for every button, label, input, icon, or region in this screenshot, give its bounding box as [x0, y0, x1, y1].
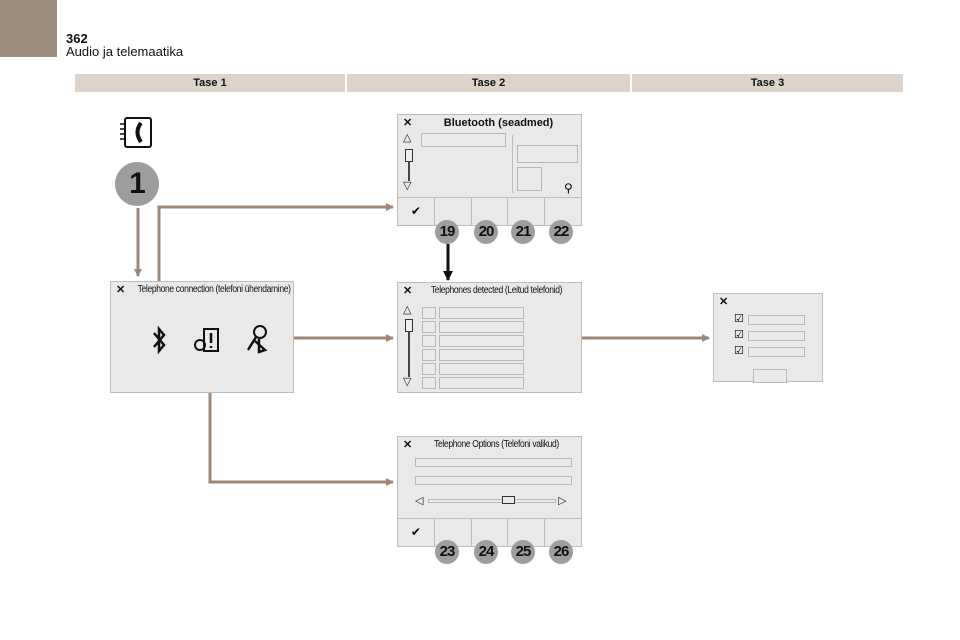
- panel-title: Telephone connection (telefoni ühendamin…: [137, 284, 291, 295]
- confirm-button[interactable]: ✔: [410, 204, 421, 218]
- badge-25: 25: [511, 540, 535, 564]
- button-24[interactable]: [470, 519, 508, 546]
- panel-title: Telephones detected (Leitud telefonid): [430, 285, 563, 296]
- phone-select-box[interactable]: [422, 363, 436, 375]
- checkbox-icon[interactable]: ☑: [734, 329, 744, 341]
- search-bluetooth-icon[interactable]: [245, 324, 271, 354]
- close-icon[interactable]: ✕: [116, 284, 126, 296]
- panel-title: Bluetooth (seadmed): [443, 117, 554, 129]
- search-list-icon[interactable]: ⚲: [564, 181, 573, 195]
- section-title: Audio ja telemaatika: [66, 44, 184, 59]
- button-25[interactable]: [507, 519, 544, 546]
- checkbox-icon[interactable]: ☑: [734, 313, 744, 325]
- slider-thumb[interactable]: [502, 496, 515, 504]
- level3-field[interactable]: [748, 347, 805, 357]
- option-field-1[interactable]: [415, 458, 572, 467]
- slider-track[interactable]: [428, 499, 556, 503]
- badge-24: 24: [474, 540, 498, 564]
- level3-field[interactable]: [748, 331, 805, 341]
- badge-22: 22: [549, 220, 573, 244]
- telephones-detected-panel: ✕ Telephones detected (Leitud telefonid)…: [397, 282, 582, 393]
- button-20[interactable]: [470, 198, 508, 225]
- badge-26: 26: [549, 540, 573, 564]
- button-23[interactable]: [433, 519, 471, 546]
- phone-select-box[interactable]: [422, 335, 436, 347]
- checkbox-icon[interactable]: ☑: [734, 345, 744, 357]
- scrollbar-track[interactable]: [408, 161, 410, 181]
- slider-left-icon[interactable]: ◁: [415, 495, 424, 507]
- phone-select-box[interactable]: [422, 307, 436, 319]
- telephone-connection-panel: ✕ Telephone connection (telefoni ühendam…: [110, 281, 294, 393]
- badge-20: 20: [474, 220, 498, 244]
- device-info-field: [517, 145, 578, 163]
- scroll-up-icon[interactable]: △: [403, 304, 412, 316]
- button-26[interactable]: [544, 519, 581, 546]
- confirm-button[interactable]: ✔: [410, 525, 421, 539]
- badge-21: 21: [511, 220, 535, 244]
- button-row: ✔: [398, 197, 581, 225]
- phone-settings-icon[interactable]: [191, 326, 223, 354]
- level3-panel: ✕ ☑ ☑ ☑: [713, 293, 823, 383]
- level-header-1: Tase 1: [75, 74, 345, 92]
- step-badge-1: 1: [115, 162, 159, 206]
- close-icon[interactable]: ✕: [403, 117, 413, 129]
- phone-select-box[interactable]: [422, 377, 436, 389]
- close-icon[interactable]: ✕: [719, 296, 729, 308]
- button-row: ✔: [398, 518, 581, 546]
- level3-button[interactable]: [753, 369, 787, 383]
- scroll-up-icon[interactable]: △: [403, 132, 412, 144]
- button-19[interactable]: [433, 198, 471, 225]
- phone-list-item[interactable]: [439, 377, 524, 389]
- phone-select-box[interactable]: [422, 321, 436, 333]
- device-list-item[interactable]: [421, 133, 506, 147]
- level-header-2: Tase 2: [347, 74, 630, 92]
- phone-list-item[interactable]: [439, 335, 524, 347]
- scroll-down-icon[interactable]: ▽: [403, 180, 412, 192]
- telephone-options-panel: ✕ Telephone Options (Telefoni valikud) ◁…: [397, 436, 582, 547]
- scroll-down-icon[interactable]: ▽: [403, 376, 412, 388]
- button-22[interactable]: [544, 198, 581, 225]
- bluetooth-icon[interactable]: [151, 326, 167, 354]
- arrow-to-options: [208, 360, 394, 486]
- page-corner-tab: [0, 0, 57, 57]
- badge-19: 19: [435, 220, 459, 244]
- level3-field[interactable]: [748, 315, 805, 325]
- phone-select-box[interactable]: [422, 349, 436, 361]
- close-icon[interactable]: ✕: [403, 439, 413, 451]
- slider-right-icon[interactable]: ▷: [558, 495, 567, 507]
- phone-menu-icon: [120, 117, 152, 148]
- bluetooth-devices-panel: ✕ Bluetooth (seadmed) △ ▽ ⚲ ✔: [397, 114, 582, 226]
- phone-list-item[interactable]: [439, 363, 524, 375]
- phone-list-item[interactable]: [439, 349, 524, 361]
- page-number: 362: [66, 31, 88, 46]
- scrollbar-track[interactable]: [408, 331, 410, 377]
- button-21[interactable]: [507, 198, 544, 225]
- badge-23: 23: [435, 540, 459, 564]
- option-field-2[interactable]: [415, 476, 572, 485]
- phone-list-item[interactable]: [439, 321, 524, 333]
- device-image-box: [517, 167, 542, 191]
- level-header-3: Tase 3: [632, 74, 903, 92]
- panel-title: Telephone Options (Telefoni valikud): [434, 439, 559, 450]
- close-icon[interactable]: ✕: [403, 285, 413, 297]
- phone-list-item[interactable]: [439, 307, 524, 319]
